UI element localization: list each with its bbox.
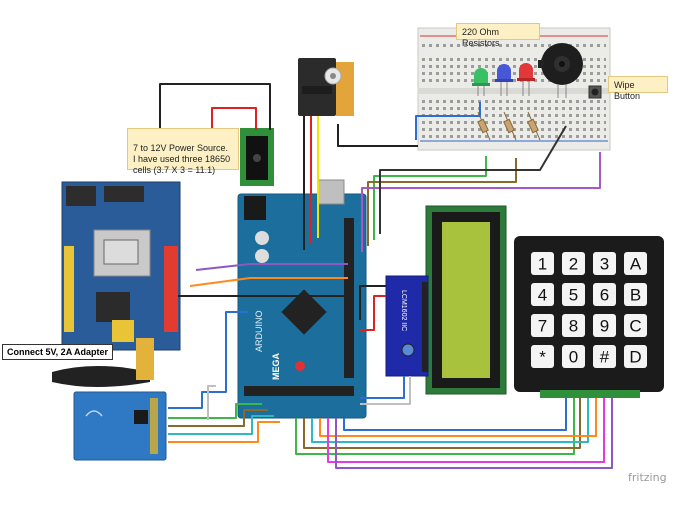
keypad-key-label: B: [630, 286, 641, 305]
keypad-key-label: A: [630, 255, 642, 274]
keypad-key: 2: [562, 252, 585, 275]
led-green: [472, 68, 490, 96]
keypad-key: 4: [531, 283, 554, 306]
rfid-module: [73, 391, 167, 461]
keypad-key: D: [624, 345, 647, 368]
servo-motor: [298, 58, 354, 116]
note-wipe-button: Wipe Button: [608, 76, 668, 101]
keypad-key-cap: [531, 314, 554, 337]
keypad-key-label: 5: [569, 286, 578, 305]
keypad-key-cap: [531, 252, 554, 275]
keypad-key-label: 6: [600, 286, 609, 305]
keypad-key-cap: [593, 283, 616, 306]
keypad-key: 7: [531, 314, 554, 337]
note-resistors-text: 220 Ohm Resistors: [462, 27, 500, 48]
keypad-key-cap: [562, 252, 585, 275]
keypad-key-label: 7: [538, 317, 547, 336]
keypad-key: B: [624, 283, 647, 306]
led-blue: [495, 64, 513, 96]
keypad-key: #: [593, 345, 616, 368]
note-adapter: Connect 5V, 2A Adapter: [2, 344, 114, 360]
keypad-key-label: 4: [538, 286, 547, 305]
fritzing-logo: fritzing: [628, 471, 667, 484]
fritzing-logo-text: fritzing: [628, 471, 667, 484]
keypad-key-cap: [624, 314, 647, 337]
keypad-key-label: #: [600, 348, 610, 367]
arduino-brand-label: ARDUINO: [254, 310, 264, 352]
keypad-key: *: [531, 345, 554, 368]
lcd-module-label: LCM1602 IIC: [400, 290, 407, 331]
wipe-button: [588, 85, 602, 99]
i2c-backpack: LCM1602 IIC: [385, 275, 429, 377]
keypad-key-label: 1: [538, 255, 547, 274]
keypad-key-cap: [593, 252, 616, 275]
keypad-key-cap: [562, 283, 585, 306]
note-wipe-button-text: Wipe Button: [614, 80, 641, 101]
keypad-key-label: 2: [569, 255, 578, 274]
keypad-key-cap: [624, 345, 647, 368]
keypad-key-cap: [562, 314, 585, 337]
keypad-key-label: D: [629, 348, 641, 367]
keypad-key-cap: [593, 314, 616, 337]
power-jack: [240, 128, 274, 186]
keypad-key: C: [624, 314, 647, 337]
keypad-key-cap: [562, 345, 585, 368]
gsm-shield: [61, 181, 181, 351]
keypad-key-label: 3: [600, 255, 609, 274]
note-power-source: 7 to 12V Power Source. I have used three…: [127, 128, 239, 175]
keypad-key-cap: [624, 252, 647, 275]
keypad-key-cap: [593, 345, 616, 368]
keypad-key-cap: [624, 283, 647, 306]
keypad-key: 8: [562, 314, 585, 337]
arduino-mega: ARDUINO MEGA: [237, 179, 367, 419]
keypad: 1 2 3 A 4 5 6 B 7 8 9 C * 0 # D: [514, 236, 664, 398]
breadboard: [417, 27, 611, 151]
keypad-key-label: C: [629, 317, 641, 336]
antenna: [52, 338, 154, 387]
keypad-key: 1: [531, 252, 554, 275]
note-resistors: 220 Ohm Resistors: [456, 23, 540, 48]
keypad-key: 6: [593, 283, 616, 306]
keypad-key: 0: [562, 345, 585, 368]
keypad-key-label: 0: [569, 348, 578, 367]
keypad-key: 3: [593, 252, 616, 275]
note-adapter-text: Connect 5V, 2A Adapter: [7, 347, 109, 357]
wires: [159, 83, 613, 469]
keypad-key-label: 8: [569, 317, 578, 336]
keypad-key: A: [624, 252, 647, 275]
keypad-key-cap: [531, 345, 554, 368]
buzzer: [538, 43, 583, 98]
keypad-key: 5: [562, 283, 585, 306]
arduino-model-label: MEGA: [271, 352, 281, 380]
keypad-key-label: *: [539, 348, 546, 367]
keypad-key-cap: [531, 283, 554, 306]
led-red: [517, 63, 535, 96]
keypad-key: 9: [593, 314, 616, 337]
note-power-source-text: 7 to 12V Power Source. I have used three…: [133, 143, 231, 175]
keypad-key-label: 9: [600, 317, 609, 336]
lcd-display: [425, 205, 507, 395]
